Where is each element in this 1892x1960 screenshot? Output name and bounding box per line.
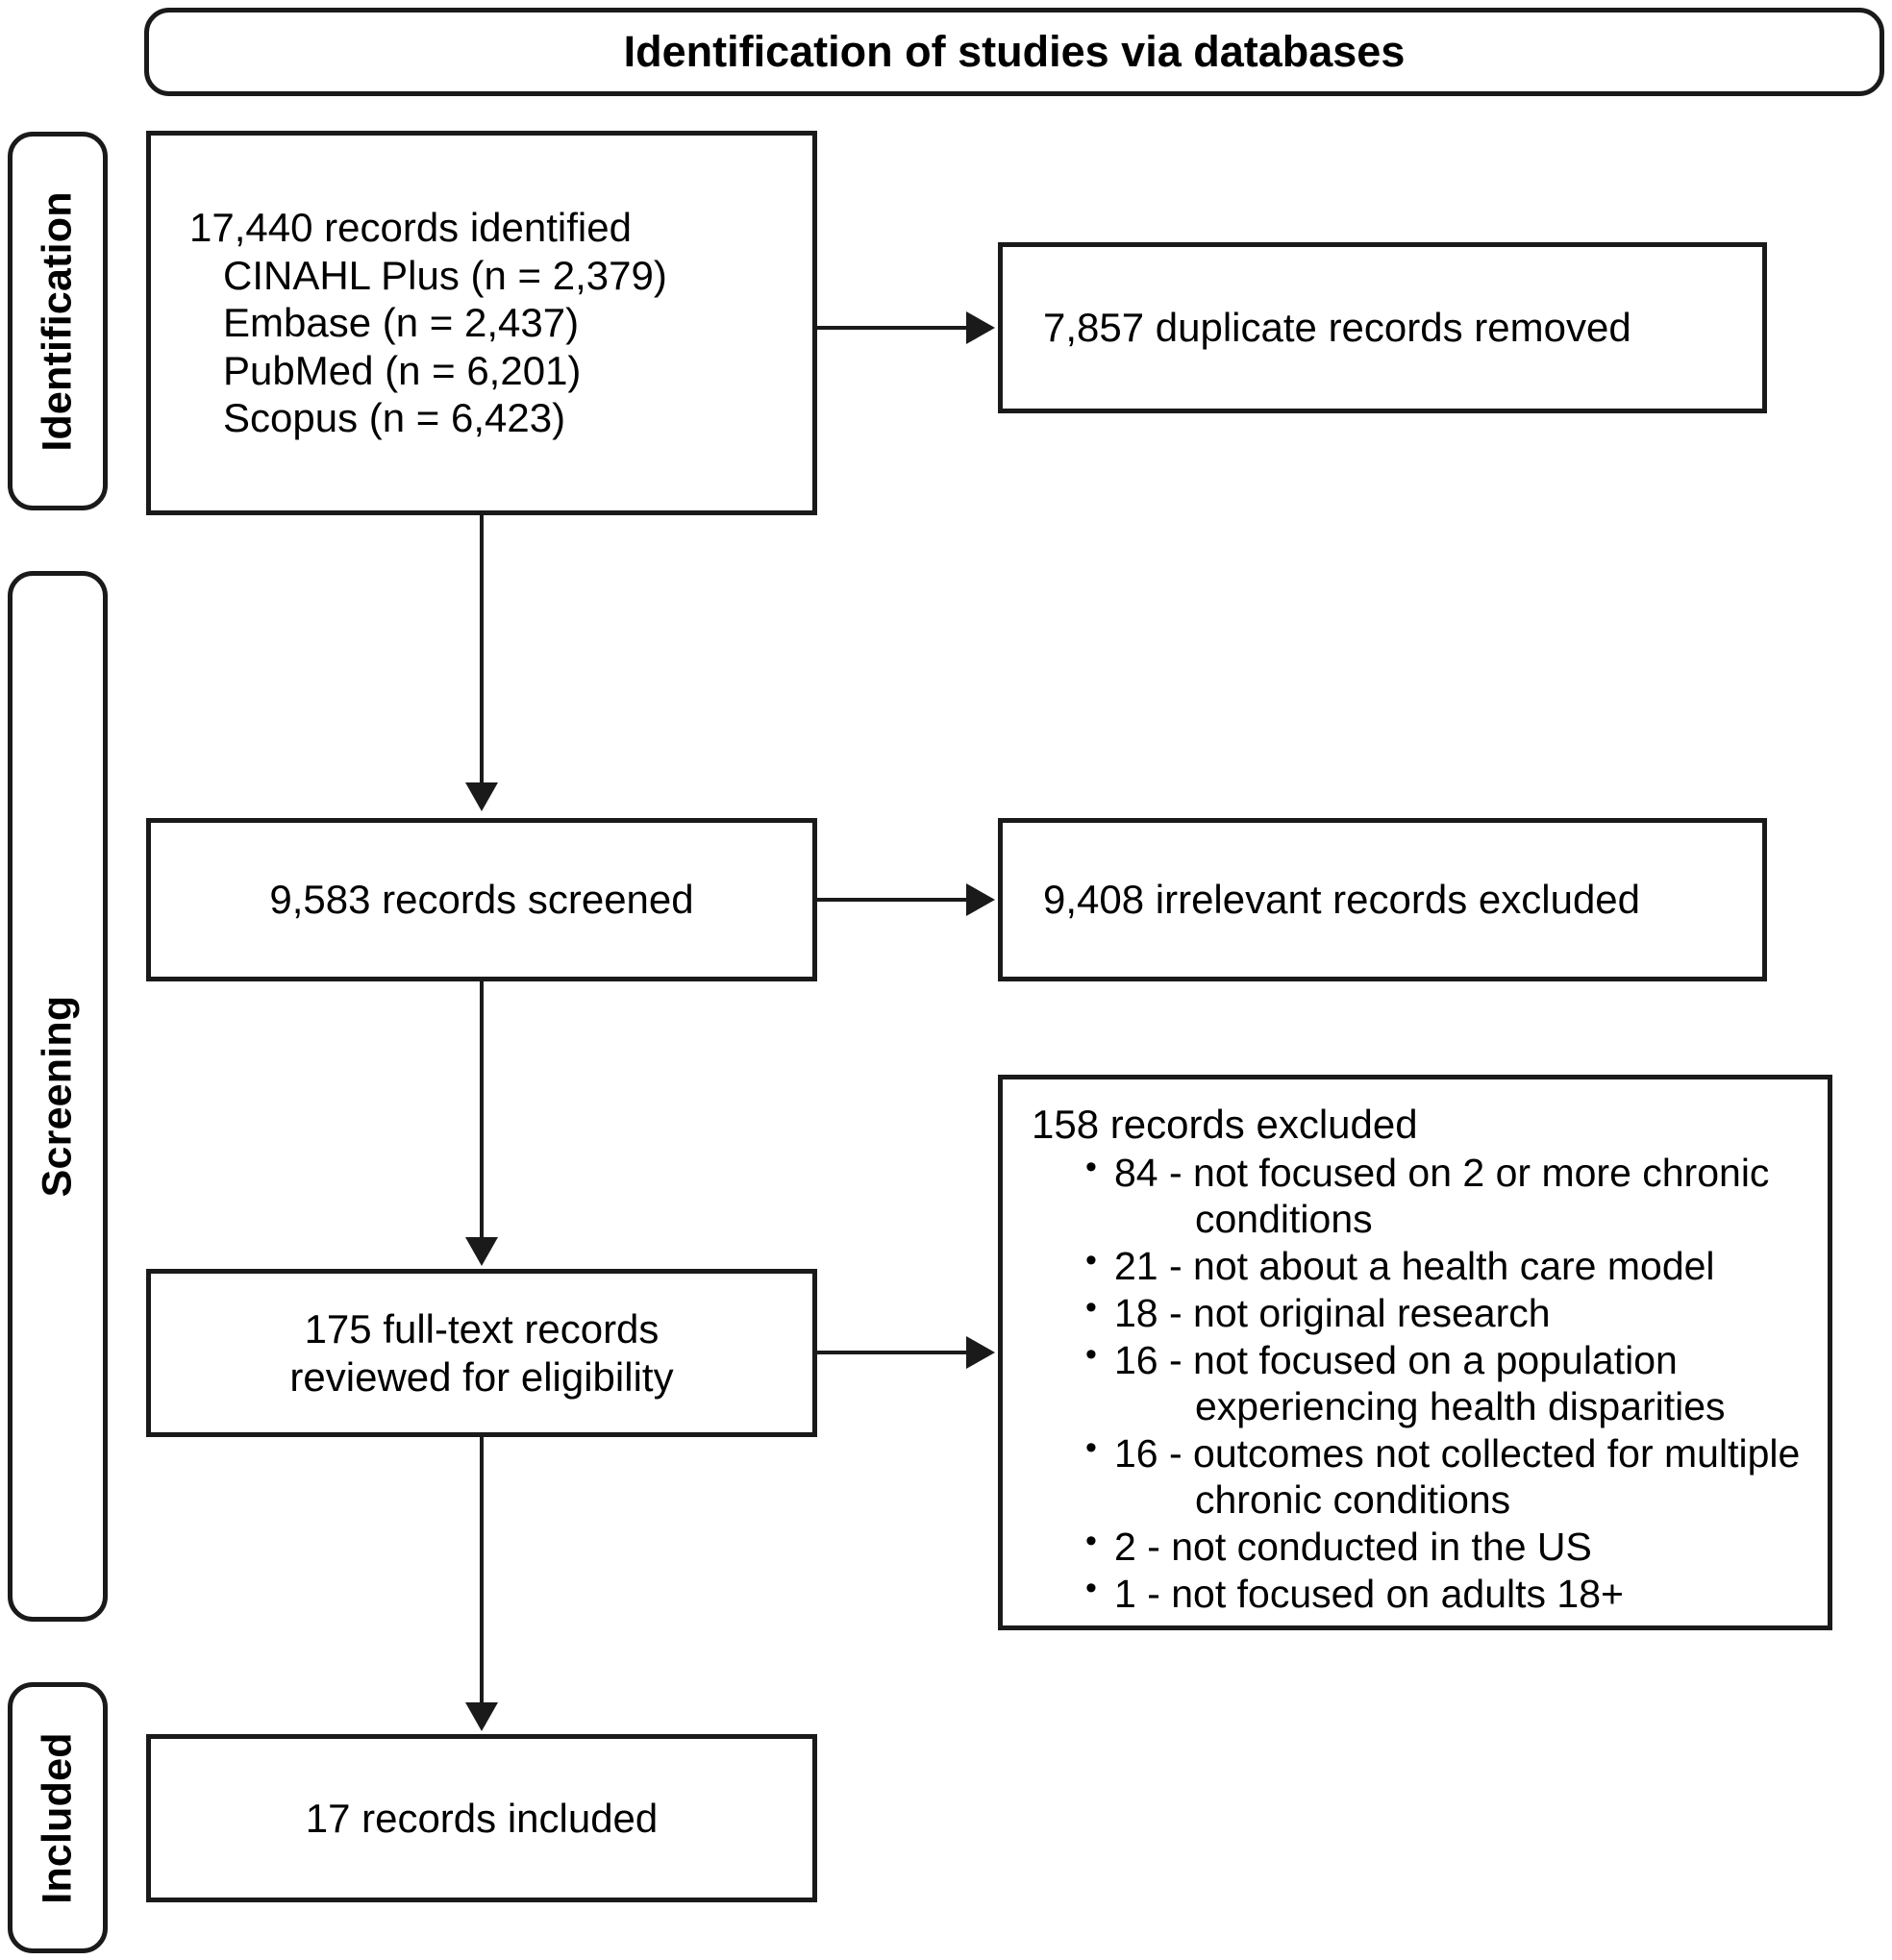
connector-screened-to-fulltext (480, 981, 484, 1239)
list-item: 16 - outcomes not collected for multiple… (1085, 1429, 1808, 1524)
box-duplicate-records-removed: 7,857 duplicate records removed (998, 242, 1767, 413)
box-records-identified-line-3: Embase (n = 2,437) (189, 300, 580, 346)
arrowhead-screened-to-fulltext (465, 1237, 498, 1266)
connector-fulltext-to-excluded (817, 1351, 969, 1354)
records-excluded-reason-7: 1 - not focused on adults 18+ (1114, 1572, 1624, 1617)
list-item: 16 - not focused on a population experie… (1085, 1336, 1808, 1430)
stage-label-identification: Identification (8, 132, 108, 510)
box-records-excluded-heading: 158 records excluded (1032, 1102, 1418, 1147)
box-records-included: 17 records included (146, 1734, 817, 1902)
records-excluded-reason-6: 2 - not conducted in the US (1114, 1525, 1592, 1570)
connector-screened-to-irrelevant (817, 898, 969, 902)
box-fulltext-records-reviewed-line-1: 175 full-text records (304, 1305, 660, 1352)
list-item: 84 - not focused on 2 or more chronic co… (1085, 1149, 1808, 1243)
box-records-identified-line-2: CINAHL Plus (n = 2,379) (189, 252, 667, 298)
list-item: 2 - not conducted in the US (1085, 1523, 1808, 1571)
stage-label-included-text: Included (34, 1731, 81, 1904)
stage-label-identification-text: Identification (34, 190, 81, 452)
records-excluded-reason-3: 18 - not original research (1114, 1291, 1551, 1336)
connector-identified-to-duplicates (817, 326, 969, 330)
arrowhead-fulltext-to-included (465, 1702, 498, 1731)
diagram-title: Identification of studies via databases (623, 27, 1406, 76)
list-item: 18 - not original research (1085, 1289, 1808, 1337)
arrowhead-identified-to-duplicates (966, 311, 995, 344)
stage-label-included: Included (8, 1682, 108, 1953)
box-records-identified: 17,440 records identified CINAHL Plus (n… (146, 131, 817, 515)
records-excluded-reason-4: 16 - not focused on a population experie… (1114, 1338, 1726, 1429)
list-item: 1 - not focused on adults 18+ (1085, 1570, 1808, 1618)
arrowhead-screened-to-irrelevant (966, 883, 995, 916)
box-irrelevant-records-excluded-text: 9,408 irrelevant records excluded (1043, 877, 1641, 923)
box-fulltext-records-reviewed: 175 full-text records reviewed for eligi… (146, 1269, 817, 1437)
box-duplicate-records-removed-text: 7,857 duplicate records removed (1043, 305, 1631, 351)
connector-fulltext-to-included (480, 1437, 484, 1704)
diagram-header-banner: Identification of studies via databases (144, 8, 1884, 96)
box-records-included-text: 17 records included (305, 1795, 659, 1841)
list-item: 21 - not about a health care model (1085, 1242, 1808, 1290)
box-records-screened: 9,583 records screened (146, 818, 817, 981)
box-records-identified-line-5: Scopus (n = 6,423) (189, 395, 566, 441)
box-irrelevant-records-excluded: 9,408 irrelevant records excluded (998, 818, 1767, 981)
box-records-identified-line-4: PubMed (n = 6,201) (189, 347, 582, 393)
arrowhead-identified-to-screened (465, 782, 498, 811)
box-records-screened-text: 9,583 records screened (269, 877, 694, 923)
box-fulltext-records-reviewed-line-2: reviewed for eligibility (289, 1353, 674, 1400)
connector-identified-to-screened (480, 515, 484, 784)
arrowhead-fulltext-to-excluded (966, 1336, 995, 1369)
box-records-excluded: 158 records excluded 84 - not focused on… (998, 1075, 1832, 1630)
records-excluded-reason-list: 84 - not focused on 2 or more chronic co… (1032, 1149, 1808, 1619)
box-records-identified-line-1: 17,440 records identified (189, 205, 632, 251)
stage-label-screening: Screening (8, 571, 108, 1622)
records-excluded-reason-1: 84 - not focused on 2 or more chronic co… (1114, 1151, 1770, 1242)
records-excluded-reason-2: 21 - not about a health care model (1114, 1244, 1715, 1289)
records-excluded-reason-5: 16 - outcomes not collected for multiple… (1114, 1431, 1801, 1523)
stage-label-screening-text: Screening (34, 995, 81, 1198)
